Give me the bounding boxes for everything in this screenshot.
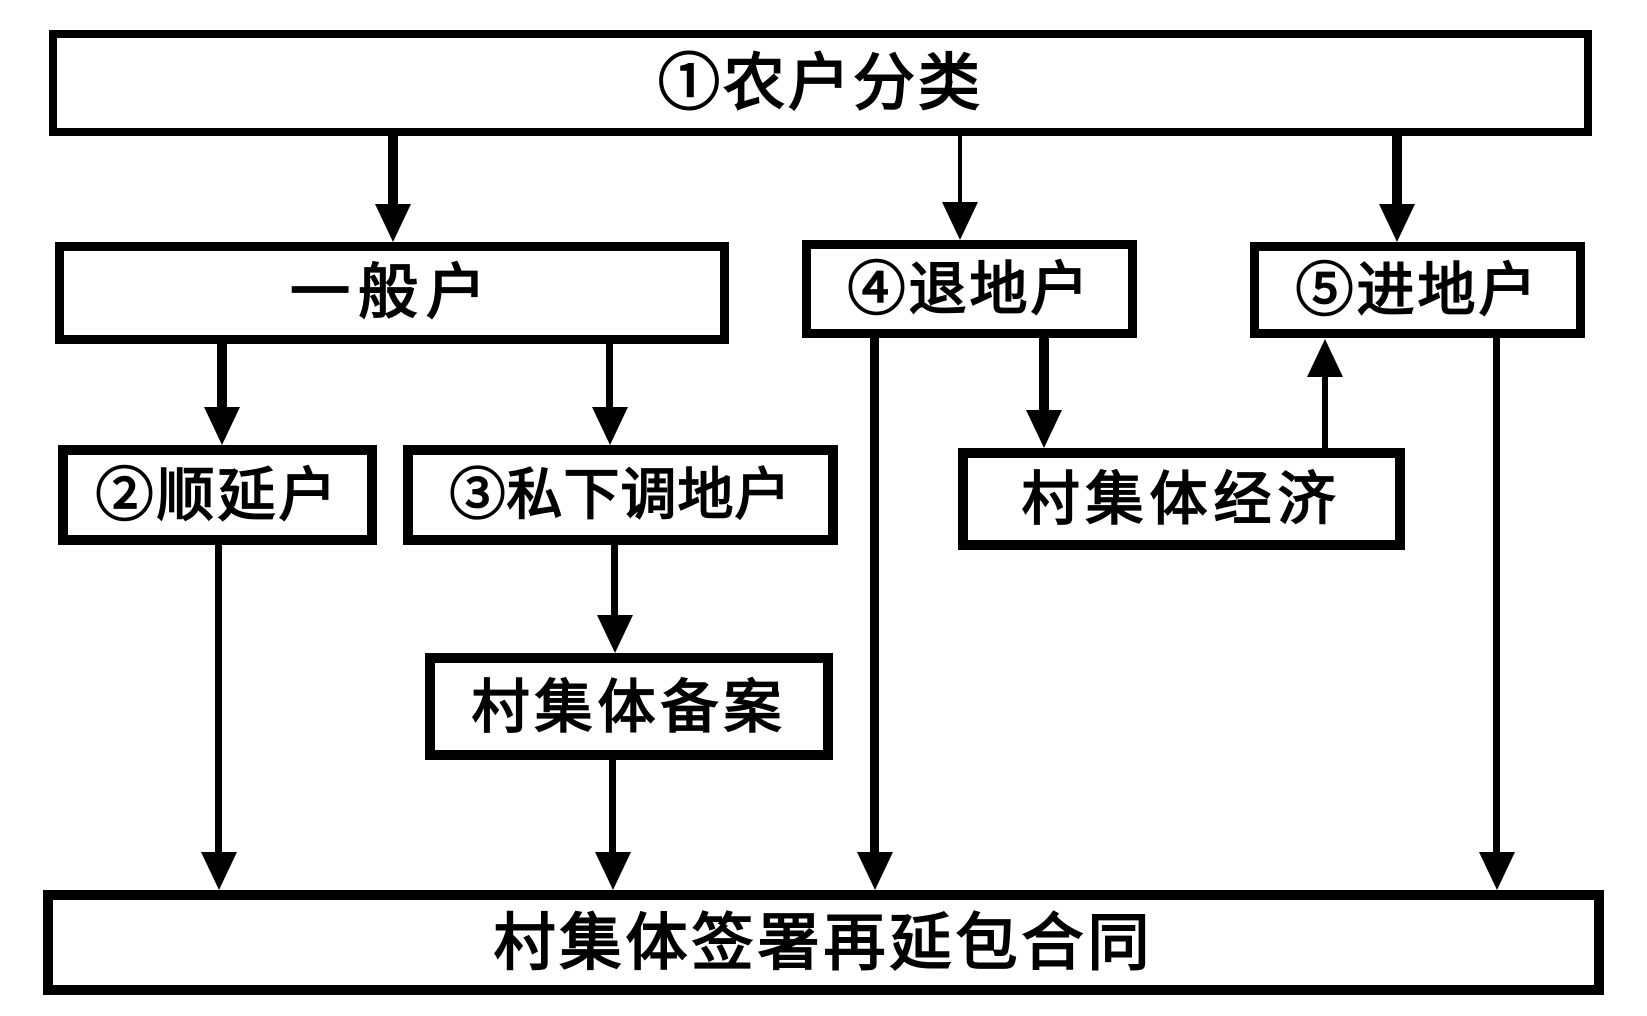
arrow-return-land-to-collective-economy-line <box>1039 338 1049 412</box>
arrow-collective-economy-to-enter-land-line <box>1322 376 1328 448</box>
node-classify: ①农户分类 <box>49 30 1592 136</box>
arrow-classify-to-return-land-head-icon <box>942 202 978 240</box>
arrow-collective-economy-to-enter-land-head-icon <box>1307 339 1343 377</box>
node-village-record: 村集体备案 <box>425 653 833 760</box>
node-extend-household-label: ②顺延户 <box>95 461 340 529</box>
arrow-enter-land-to-sign-head-icon <box>1479 852 1515 890</box>
arrow-return-land-to-sign-head-icon <box>857 852 893 890</box>
arrow-general-to-extend-head-icon <box>204 407 240 445</box>
arrow-private-adjust-to-village-record-line <box>611 545 618 617</box>
node-extend-household: ②顺延户 <box>58 445 377 545</box>
arrow-general-to-private-adjust-head-icon <box>592 407 628 445</box>
node-return-land-household-label: ④退地户 <box>847 255 1092 323</box>
arrow-enter-land-to-sign-line <box>1493 338 1500 854</box>
arrow-return-land-to-sign-line <box>870 338 879 854</box>
arrow-village-record-to-sign-head-icon <box>595 852 631 890</box>
arrow-classify-to-general-head-icon <box>375 204 411 242</box>
node-sign-contract-label: 村集体签署再延包合同 <box>493 905 1154 979</box>
arrow-classify-to-enter-land-line <box>1392 136 1402 206</box>
node-return-land-household: ④退地户 <box>802 240 1137 338</box>
node-collective-economy: 村集体经济 <box>958 448 1405 550</box>
arrow-classify-to-general-line <box>388 136 398 206</box>
arrow-private-adjust-to-village-record-head-icon <box>597 615 633 653</box>
node-collective-economy-label: 村集体经济 <box>1021 465 1342 533</box>
arrow-extend-to-sign-line <box>215 545 222 854</box>
node-general-household: 一般户 <box>55 242 729 344</box>
arrow-general-to-private-adjust-line <box>606 344 613 409</box>
arrow-general-to-extend-line <box>217 344 227 409</box>
arrow-classify-to-enter-land-head-icon <box>1379 204 1415 242</box>
arrow-village-record-to-sign-line <box>609 760 616 854</box>
arrow-classify-to-return-land-line <box>958 136 962 204</box>
node-classify-label: ①农户分类 <box>657 46 983 119</box>
node-enter-land-household-label: ⑤进地户 <box>1295 256 1540 324</box>
arrow-return-land-to-collective-economy-head-icon <box>1026 410 1062 448</box>
node-private-adjust-household-label: ③私下调地户 <box>449 462 792 528</box>
node-private-adjust-household: ③私下调地户 <box>403 445 838 545</box>
node-sign-contract: 村集体签署再延包合同 <box>43 890 1604 995</box>
node-enter-land-household: ⑤进地户 <box>1250 242 1585 338</box>
arrow-extend-to-sign-head-icon <box>201 852 237 890</box>
node-village-record-label: 村集体备案 <box>471 672 787 741</box>
node-general-household-label: 一般户 <box>290 258 494 328</box>
